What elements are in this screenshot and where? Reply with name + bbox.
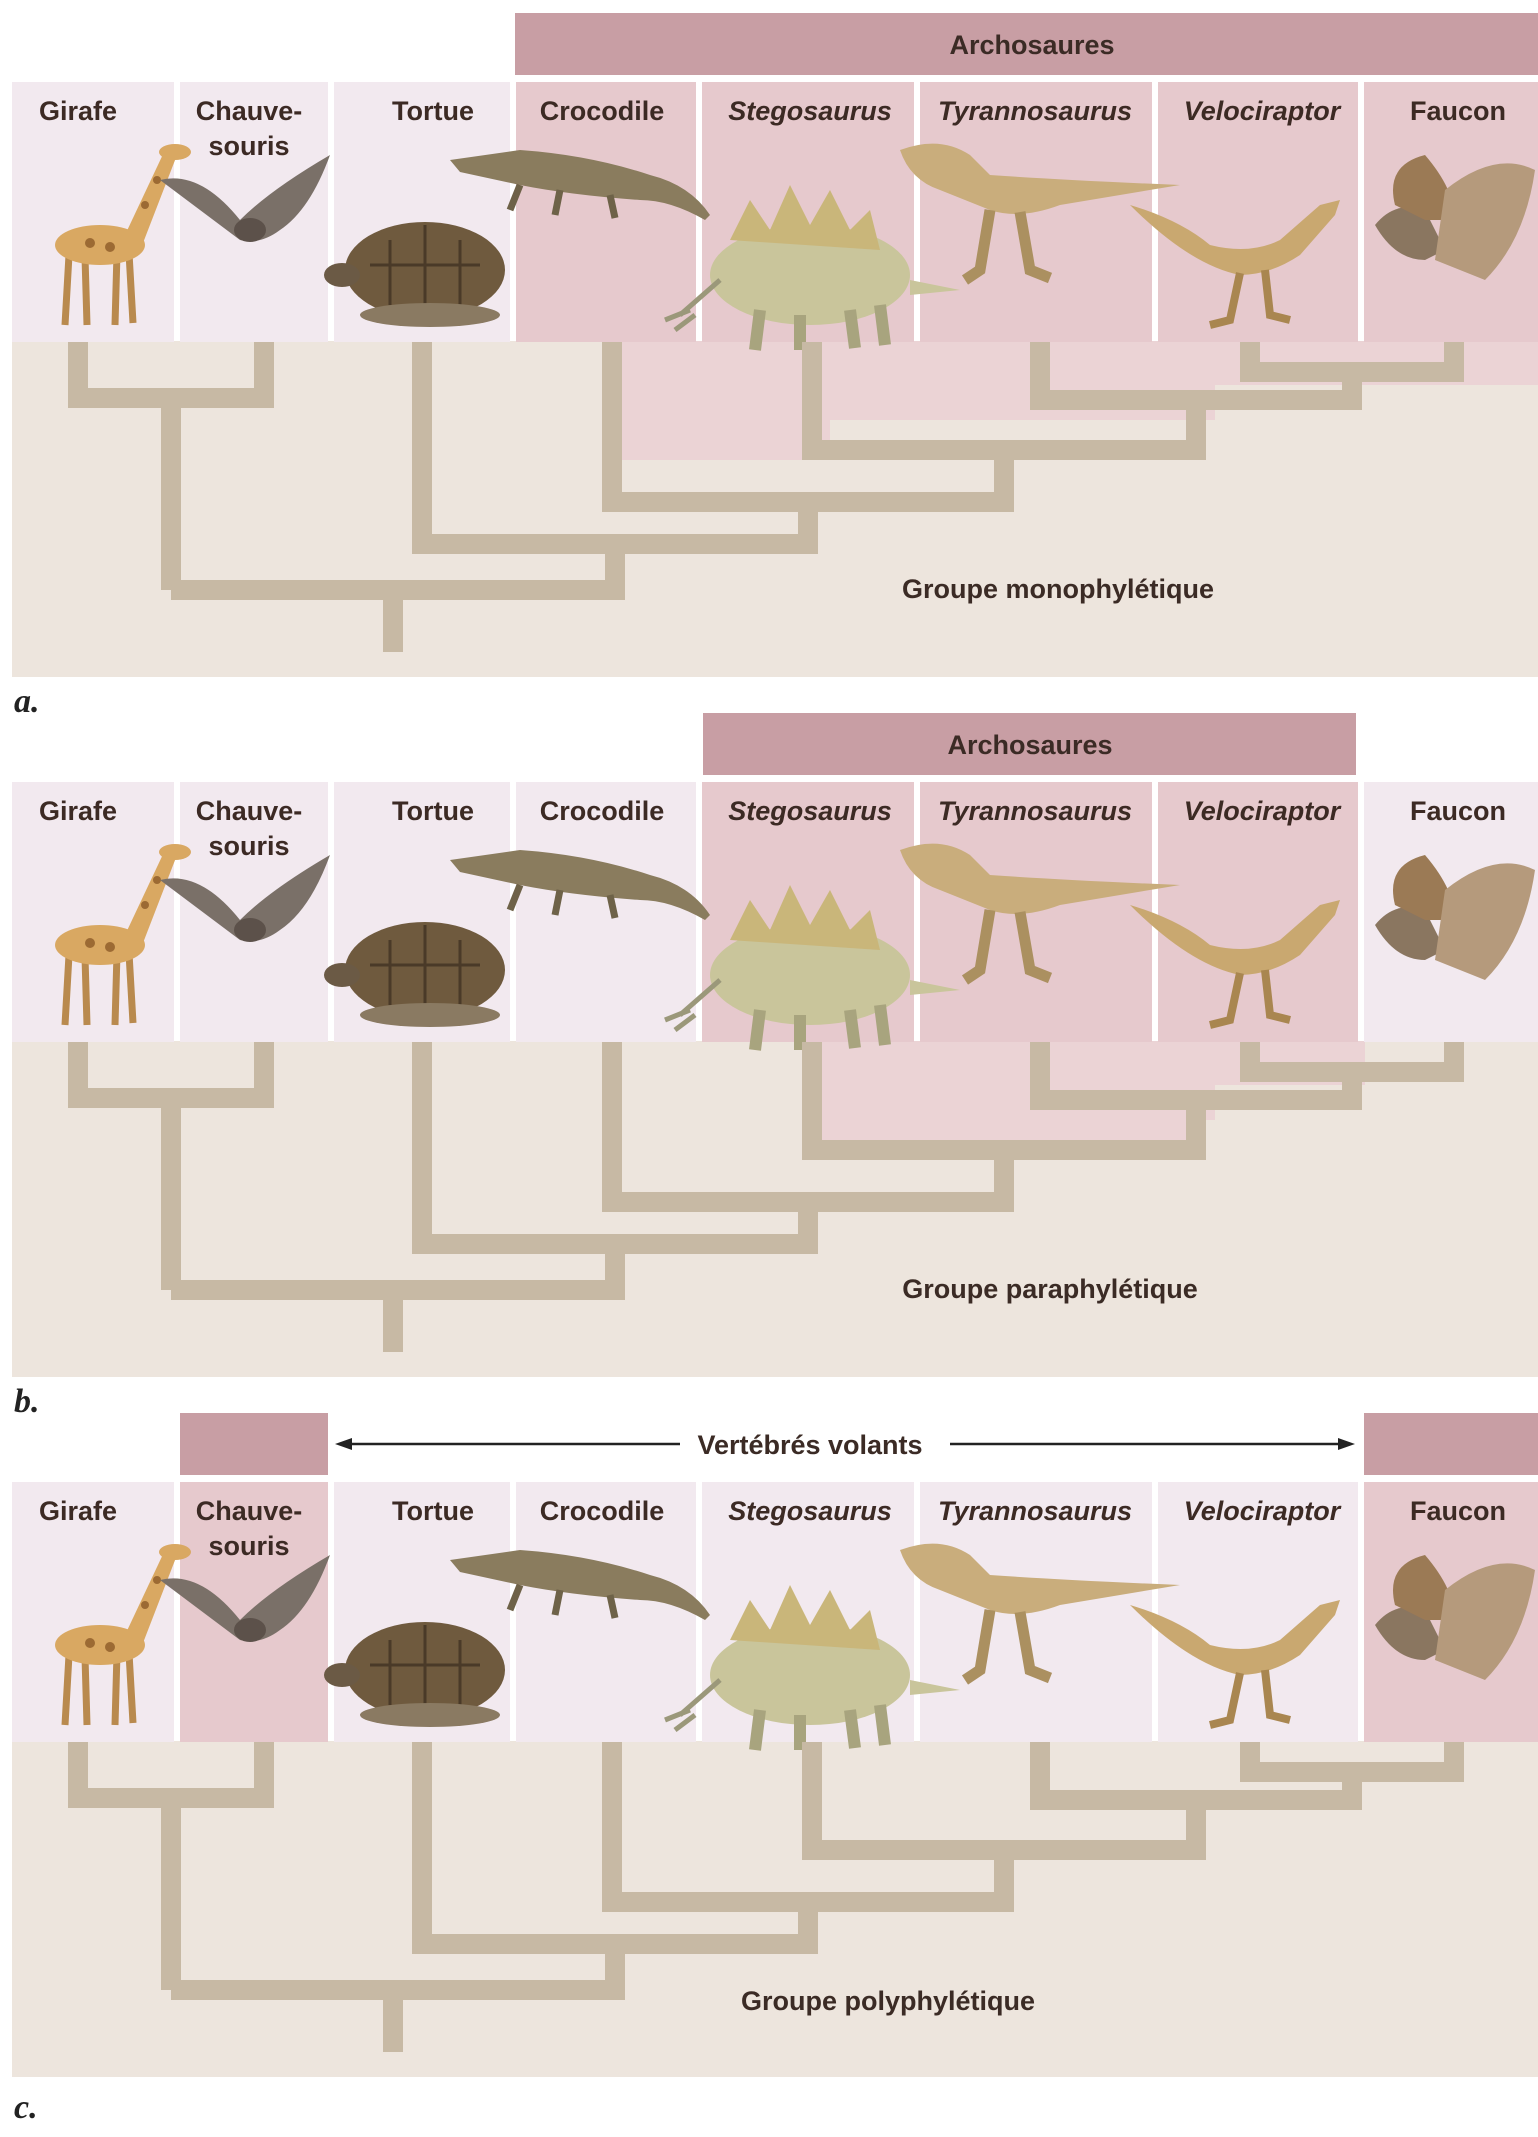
label-velociraptor: Velociraptor — [1184, 796, 1342, 826]
label-tortue: Tortue — [392, 1496, 474, 1526]
label-tortue: Tortue — [392, 96, 474, 126]
label-faucon: Faucon — [1410, 796, 1506, 826]
panel-letter: a. — [14, 683, 40, 720]
label-girafe: Girafe — [39, 1496, 117, 1526]
panel-c: Vertébrés volants Girafe Chauve-souris T… — [12, 1413, 1538, 2126]
label-crocodile: Crocodile — [540, 796, 665, 826]
panel-letter: b. — [14, 1383, 40, 1420]
panel-a: Archosaures Girafe Chauve-souris Tortue … — [12, 13, 1538, 720]
label-velociraptor: Velociraptor — [1184, 96, 1342, 126]
label-tyrannosaurus: Tyrannosaurus — [938, 96, 1132, 126]
label-tortue: Tortue — [392, 796, 474, 826]
flying-highlight-bat — [180, 1413, 328, 1475]
label-velociraptor: Velociraptor — [1184, 1496, 1342, 1526]
label-stegosaurus: Stegosaurus — [728, 1496, 892, 1526]
banner-label: Archosaures — [947, 730, 1112, 760]
banner-label: Archosaures — [949, 30, 1114, 60]
flying-highlight-faucon — [1364, 1413, 1538, 1475]
group-label: Groupe paraphylétique — [902, 1274, 1198, 1304]
label-faucon: Faucon — [1410, 1496, 1506, 1526]
label-crocodile: Crocodile — [540, 96, 665, 126]
label-faucon: Faucon — [1410, 96, 1506, 126]
group-label: Groupe monophylétique — [902, 574, 1214, 604]
panel-letter: c. — [14, 2089, 38, 2126]
group-label: Groupe polyphylétique — [741, 1986, 1035, 2016]
label-tyrannosaurus: Tyrannosaurus — [938, 796, 1132, 826]
panel-b: Archosaures Girafe Chauve-souris Tortue … — [12, 713, 1538, 1420]
label-stegosaurus: Stegosaurus — [728, 796, 892, 826]
label-girafe: Girafe — [39, 796, 117, 826]
label-tyrannosaurus: Tyrannosaurus — [938, 1496, 1132, 1526]
label-stegosaurus: Stegosaurus — [728, 96, 892, 126]
label-crocodile: Crocodile — [540, 1496, 665, 1526]
label-girafe: Girafe — [39, 96, 117, 126]
banner-label: Vertébrés volants — [697, 1430, 922, 1460]
